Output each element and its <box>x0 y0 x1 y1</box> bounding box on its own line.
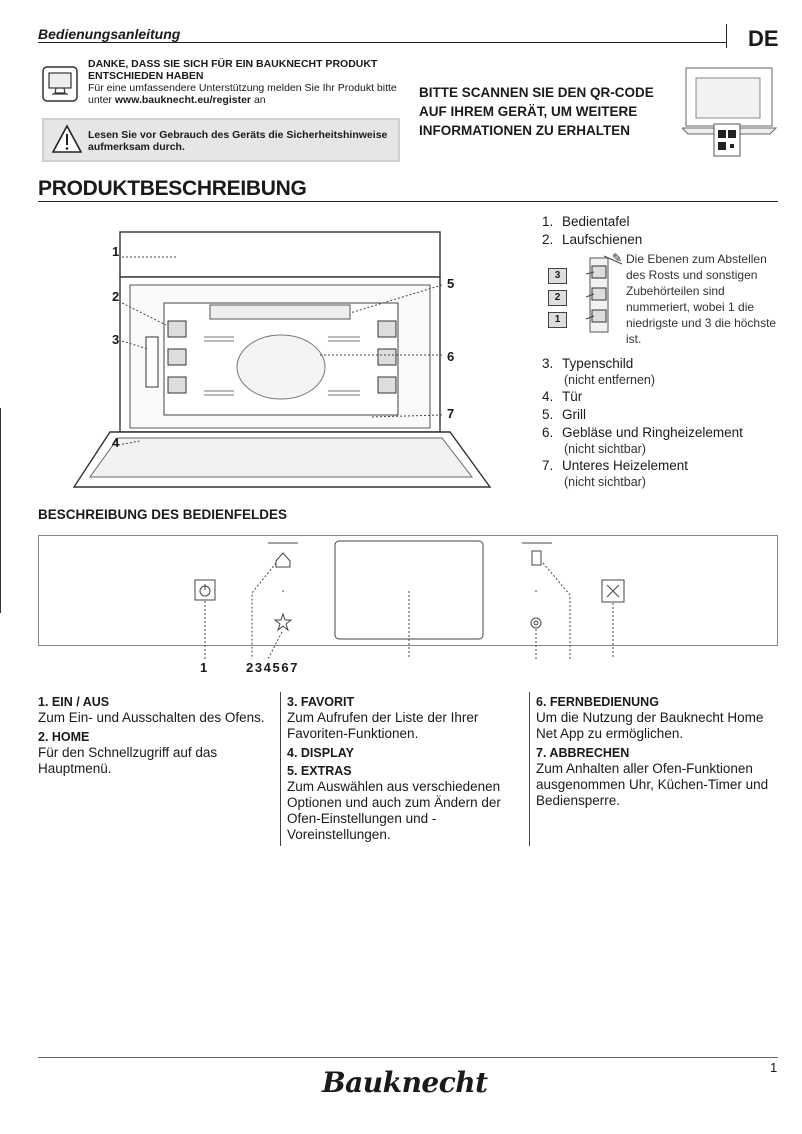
footer-rule <box>38 1057 778 1058</box>
register-link[interactable]: www.bauknecht.eu/register <box>114 94 252 106</box>
control-panel-diagram <box>38 535 778 646</box>
brand-logo: Bauknecht <box>322 1066 488 1099</box>
page-number: 1 <box>770 1060 778 1075</box>
note-icon: ✎ <box>612 251 623 265</box>
thanks-title: DANKE, DASS SIE SICH FÜR EIN BAUKNECHT P… <box>88 58 378 82</box>
legend-item: 5.Grill <box>542 407 586 422</box>
legend-item: 2.Laufschienen <box>542 232 643 247</box>
language-code: DE <box>748 26 779 51</box>
diagram-label-4: 4 <box>112 435 120 450</box>
header-divider <box>726 24 727 48</box>
oven-qr-illustration <box>682 67 778 157</box>
control-panel-drawing <box>194 540 625 660</box>
panel-label-1: 1 <box>200 660 208 675</box>
computer-icon <box>42 66 78 102</box>
thanks-suffix: an <box>253 94 266 106</box>
diagram-label-5: 5 <box>447 276 455 291</box>
qr-instruction: BITTE SCANNEN SIE DEN QR-CODE AUF IHREM … <box>419 85 654 138</box>
shelf-levels-illustration <box>585 255 623 333</box>
doc-title: Bedienungsanleitung <box>38 26 181 42</box>
shelf-level-1: 1 <box>548 312 567 328</box>
diagram-label-1: 1 <box>112 244 120 259</box>
legend-item: 7.Unteres Heizelement <box>542 458 689 473</box>
safety-warning-box <box>42 118 400 162</box>
section-title-panel: BESCHREIBUNG DES BEDIENFELDES <box>38 507 288 522</box>
thanks-text: Für eine umfassendere Unterstützung meld… <box>88 82 397 106</box>
component-legend: 1.Bedientafel 2.Laufschienen 3.Typenschi… <box>542 213 792 490</box>
legend-item: 1.Bedientafel <box>542 214 630 229</box>
diagram-label-7: 7 <box>447 406 455 421</box>
header-rule <box>38 42 726 43</box>
diagram-label-3: 3 <box>112 332 120 347</box>
thanks-block: DANKE, DASS SIE SICH FÜR EIN BAUKNECHT P… <box>88 58 408 106</box>
section-title-product: PRODUKTBESCHREIBUNG <box>38 177 307 200</box>
legend-item: 3.Typenschild <box>542 356 634 371</box>
diagram-label-2: 2 <box>112 289 120 304</box>
safety-warning-text: Lesen Sie vor Gebrauch des Geräts die Si… <box>88 129 388 153</box>
legend-item: 4.Tür <box>542 389 583 404</box>
shelf-level-2: 2 <box>548 290 567 306</box>
oven-diagram <box>72 231 492 488</box>
panel-labels-2-7: 2 3 4 5 6 7 <box>246 660 297 675</box>
legend-item: 6.Gebläse und Ringheizelement <box>542 425 743 440</box>
warning-icon <box>52 124 82 153</box>
section-rule <box>38 201 778 202</box>
page-edge-marker <box>0 408 1 613</box>
shelf-note: Die Ebenen zum Abstellen des Rosts und s… <box>626 252 777 346</box>
shelf-level-3: 3 <box>548 268 567 284</box>
diagram-label-6: 6 <box>447 349 455 364</box>
